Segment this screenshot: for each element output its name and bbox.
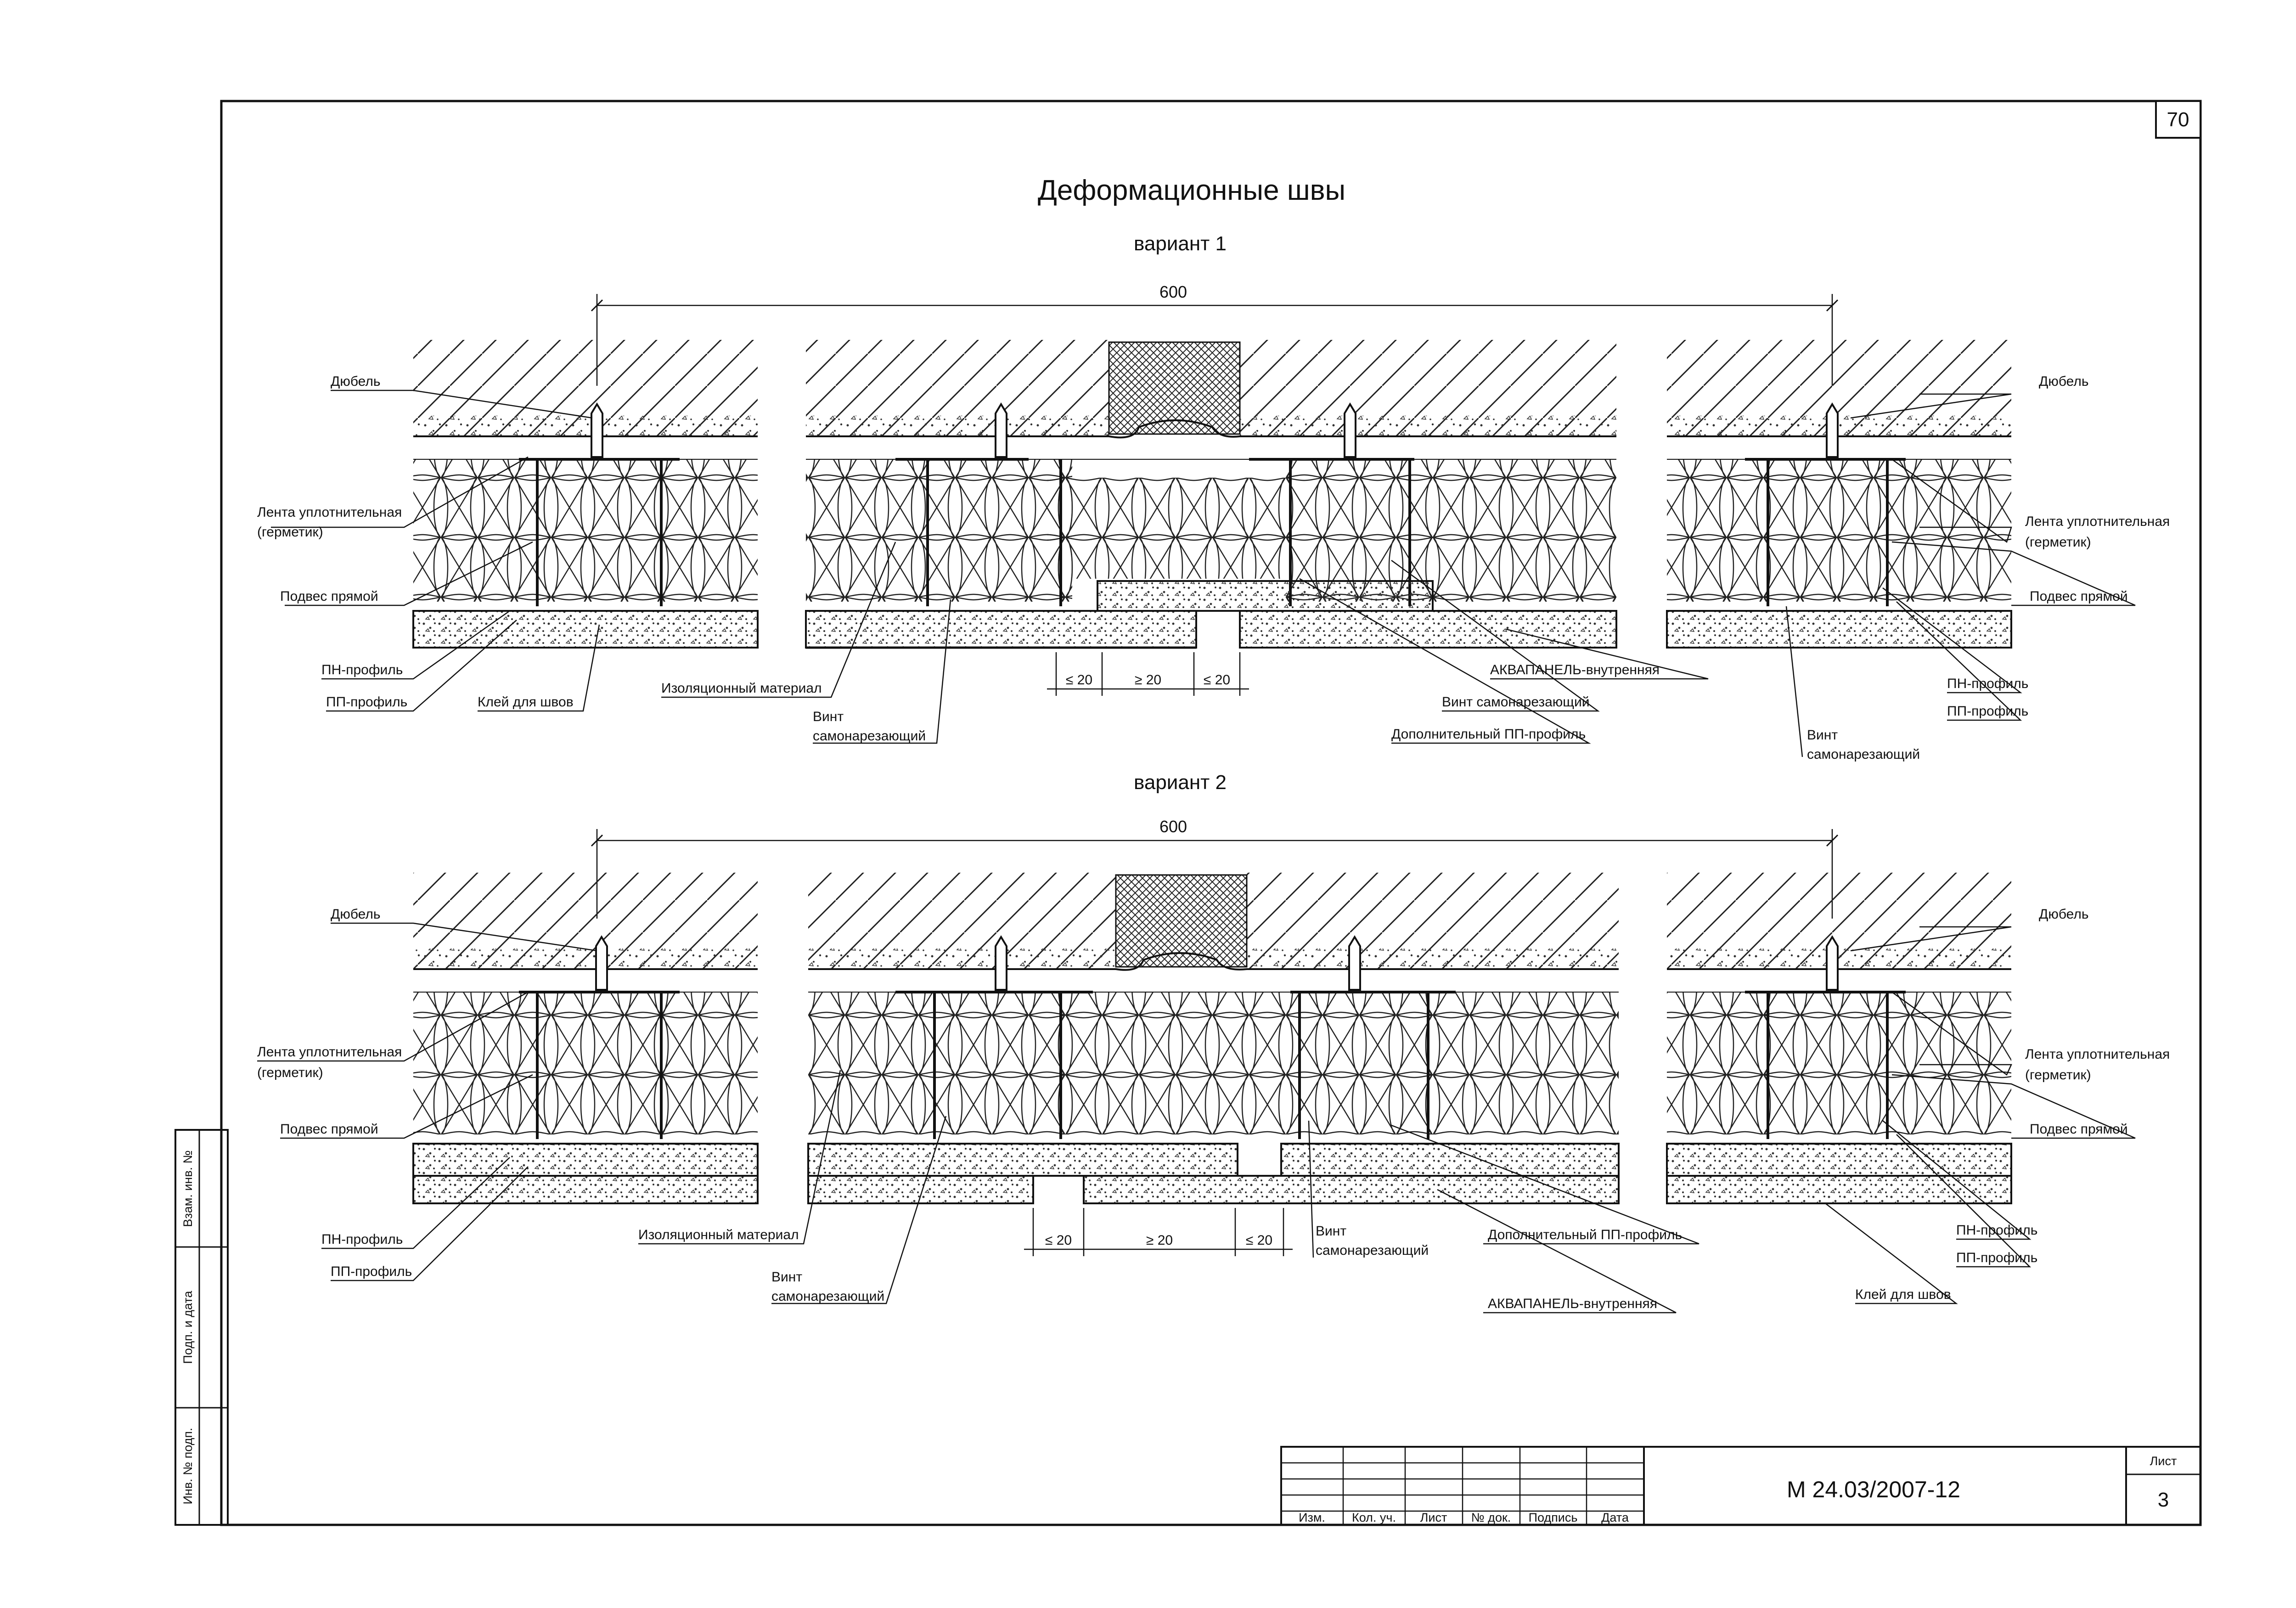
v2-label-screw-mid-1: Винт xyxy=(771,1269,802,1285)
v1-label-glue-left: Клей для швов xyxy=(478,694,574,710)
v2-label-tape-left-2: (герметик) xyxy=(257,1065,323,1080)
stamp-col-doc: № док. xyxy=(1471,1511,1511,1524)
stamp-col-sign: Подпись xyxy=(1529,1511,1578,1524)
v2-label-extra-pp: Дополнительный ПП-профиль xyxy=(1488,1227,1682,1242)
v1-label-tape-right-1: Лента уплотнительная xyxy=(2025,514,2170,529)
v1-label-screw-right-2: самонарезающий xyxy=(1807,747,1920,762)
v2-label-hanger-left: Подвес прямой xyxy=(280,1122,378,1137)
v2-joint-filler xyxy=(1115,874,1248,968)
v2-label-dowel-right: Дюбель xyxy=(2039,907,2089,922)
v2-label-pp-left: ПП-профиль xyxy=(331,1264,412,1279)
v2-label-tape-left-1: Лента уплотнительная xyxy=(257,1044,402,1060)
page-number: 70 xyxy=(2167,108,2189,131)
stamp-col-date: Дата xyxy=(1601,1511,1629,1524)
variant-2-caption: вариант 2 xyxy=(1134,771,1227,794)
v1-label-pn-left: ПН-профиль xyxy=(321,662,403,677)
v1-label-pp-left: ПП-профиль xyxy=(326,694,407,710)
stamp-col-change: Изм. xyxy=(1299,1511,1325,1524)
v1-label-pp-right: ПП-профиль xyxy=(1947,704,2028,719)
v1-dim-600: 600 xyxy=(1159,282,1187,301)
v1-label-screw-mid-2: самонарезающий xyxy=(813,728,926,744)
v2-gap-dim-2: ≥ 20 xyxy=(1146,1233,1173,1248)
sheet-label: Лист xyxy=(2150,1454,2177,1468)
v2-label-pp-right: ПП-профиль xyxy=(1956,1250,2037,1265)
v1-label-insulation: Изоляционный материал xyxy=(661,681,822,696)
v1-label-tape-left-2: (герметик) xyxy=(257,525,323,540)
stamp-col-sheet: Лист xyxy=(1420,1511,1447,1524)
sheet-number: 3 xyxy=(2158,1489,2169,1511)
v1-label-screw-mid-1: Винт xyxy=(813,709,844,724)
side-strip: Взам. инв. № Подп. и дата Инв. № подп. xyxy=(174,1129,229,1526)
v1-gap-dim-3: ≤ 20 xyxy=(1204,672,1230,688)
variant-1-detail: вариант 1 600 xyxy=(257,232,2170,762)
v2-label-pn-left: ПН-профиль xyxy=(321,1232,403,1247)
v1-gap-dim-1: ≤ 20 xyxy=(1066,672,1092,688)
v1-label-dowel-right: Дюбель xyxy=(2039,374,2089,389)
v1-gap-dim-2: ≥ 20 xyxy=(1135,672,1161,688)
v1-label-extra-pp: Дополнительный ПП-профиль xyxy=(1391,727,1586,742)
side-field-sign-date: Подп. и дата xyxy=(181,1290,195,1364)
v1-joint-filler xyxy=(1108,341,1241,435)
page-title: Деформационные швы xyxy=(1038,175,1345,206)
v1-label-hanger-right: Подвес прямой xyxy=(2030,589,2128,604)
v1-label-tape-left-1: Лента уплотнительная xyxy=(257,505,402,520)
v2-label-hanger-right: Подвес прямой xyxy=(2030,1122,2128,1137)
v1-label-hanger-left: Подвес прямой xyxy=(280,589,378,604)
v2-label-screw-mid-2: самонарезающий xyxy=(771,1289,884,1304)
document-code: М 24.03/2007-12 xyxy=(1787,1477,1960,1502)
v2-label-screw-center-1: Винт xyxy=(1316,1224,1346,1239)
v2-dim-600: 600 xyxy=(1159,817,1187,836)
v1-label-tape-right-2: (герметик) xyxy=(2025,535,2091,550)
page-number-box xyxy=(2155,100,2201,139)
v2-gap-dim-3: ≤ 20 xyxy=(1246,1233,1272,1248)
v1-label-dowel-left: Дюбель xyxy=(331,374,381,389)
variant-1-caption: вариант 1 xyxy=(1134,232,1227,255)
side-field-inv-number: Инв. № подп. xyxy=(181,1427,195,1504)
variant-2-detail: вариант 2 600 xyxy=(257,771,2170,1314)
v1-label-pn-right: ПН-профиль xyxy=(1947,676,2028,691)
v2-label-pn-right: ПН-профиль xyxy=(1956,1223,2037,1238)
v1-label-screw-right-mid: Винт самонарезающий xyxy=(1442,694,1590,710)
v2-label-tape-right-2: (герметик) xyxy=(2025,1067,2091,1083)
v2-label-tape-right-1: Лента уплотнительная xyxy=(2025,1047,2170,1062)
v2-gap-dim-1: ≤ 20 xyxy=(1045,1233,1072,1248)
side-field-replace: Взам. инв. № xyxy=(181,1150,195,1227)
v2-label-insulation: Изоляционный материал xyxy=(638,1227,799,1242)
stamp-col-count: Кол. уч. xyxy=(1352,1511,1396,1524)
sheet-border xyxy=(220,100,2202,1526)
v1-label-aquapanel: АКВАПАНЕЛЬ-внутренняя xyxy=(1490,662,1660,677)
v2-label-aquapanel: АКВАПАНЕЛЬ-внутренняя xyxy=(1488,1296,1657,1311)
v2-label-glue-right: Клей для швов xyxy=(1855,1287,1951,1302)
title-block: Изм. Кол. уч. Лист № док. Подпись Дата М… xyxy=(1280,1446,2201,1526)
v1-label-screw-right-1: Винт xyxy=(1807,728,1838,743)
v2-label-dowel-left: Дюбель xyxy=(331,907,381,922)
v2-label-screw-center-2: самонарезающий xyxy=(1316,1243,1429,1258)
